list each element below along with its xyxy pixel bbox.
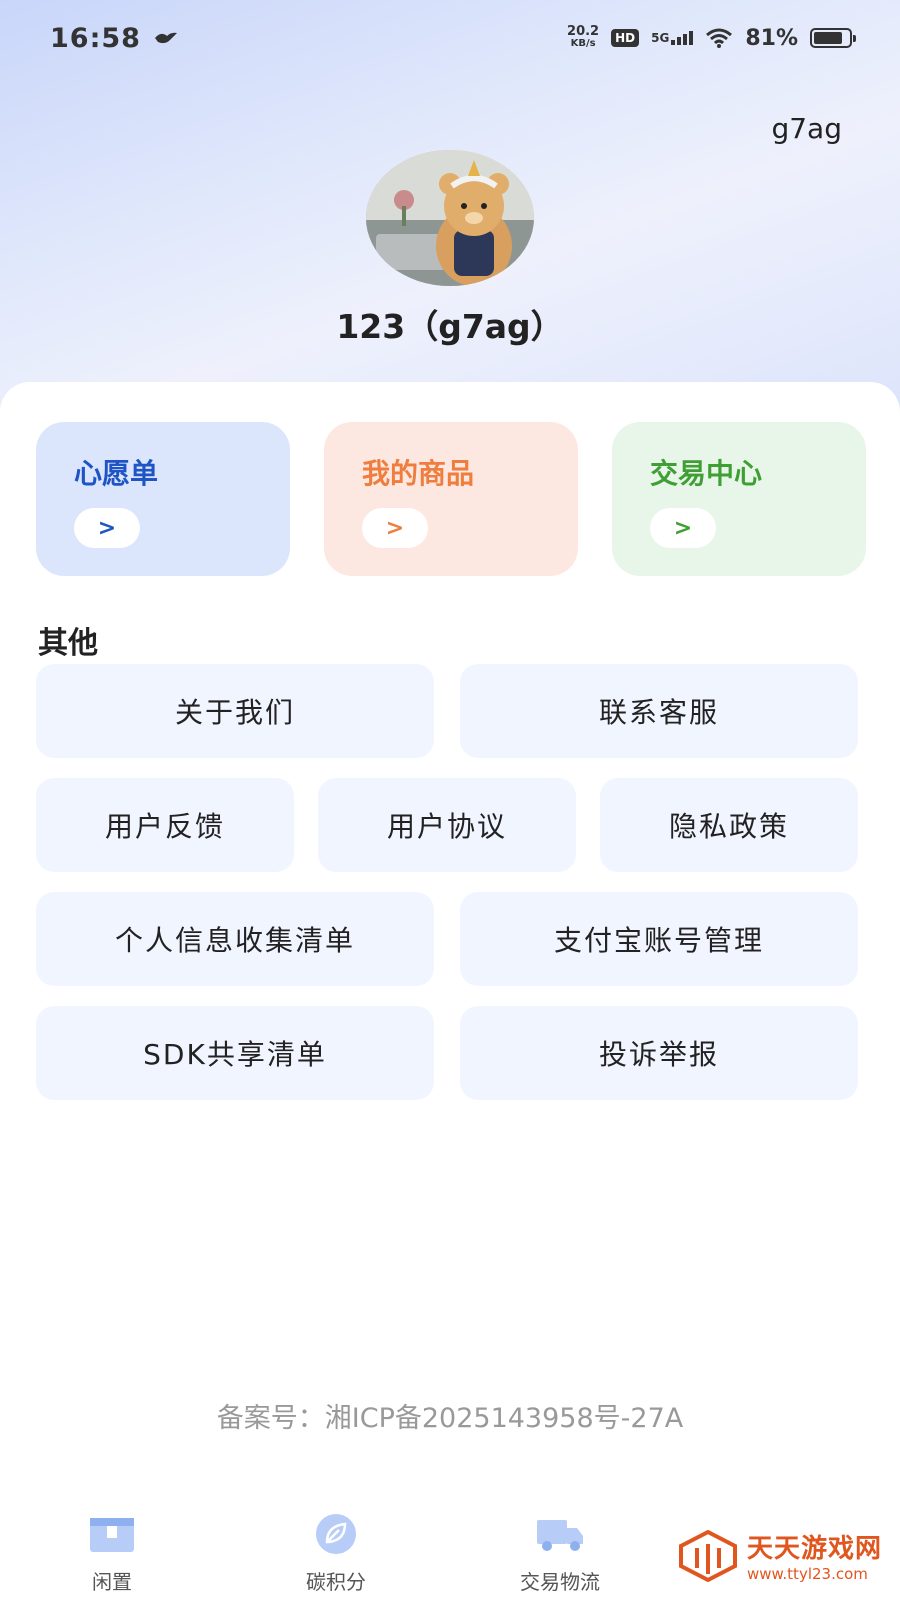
hd-icon: HD bbox=[611, 29, 640, 47]
icp-record: 备案号：湘ICP备2025143958号-27A bbox=[216, 1403, 684, 1434]
wishlist-card[interactable]: 心愿单 > bbox=[36, 422, 290, 576]
battery-percent: 81% bbox=[745, 25, 798, 51]
privacy-policy-button[interactable]: 隐私政策 bbox=[600, 778, 858, 872]
leaf-icon bbox=[316, 1514, 356, 1554]
trade-center-card[interactable]: 交易中心 > bbox=[612, 422, 866, 576]
tab-logistics[interactable]: 交易物流 bbox=[500, 1500, 620, 1595]
contact-support-button[interactable]: 联系客服 bbox=[460, 664, 858, 758]
my-products-card[interactable]: 我的商品 > bbox=[324, 422, 578, 576]
avatar[interactable] bbox=[366, 150, 534, 286]
tab-idle[interactable]: 闲置 bbox=[52, 1500, 172, 1595]
chevron-right-icon[interactable]: > bbox=[362, 508, 428, 548]
card-title: 心愿单 bbox=[74, 457, 159, 490]
wifi-icon bbox=[706, 28, 733, 48]
tab-carbon-points[interactable]: 碳积分 bbox=[276, 1500, 396, 1595]
chevron-right-icon[interactable]: > bbox=[650, 508, 716, 548]
top-username: g7ag bbox=[771, 112, 842, 145]
shop-icon bbox=[90, 1518, 134, 1552]
signal-icon: 5G bbox=[651, 31, 694, 45]
card-title: 我的商品 bbox=[362, 457, 475, 490]
sdk-share-list-button[interactable]: SDK共享清单 bbox=[36, 1006, 434, 1100]
user-feedback-button[interactable]: 用户反馈 bbox=[36, 778, 294, 872]
card-title: 交易中心 bbox=[650, 457, 763, 490]
complaint-report-button[interactable]: 投诉举报 bbox=[460, 1006, 858, 1100]
truck-icon bbox=[537, 1520, 583, 1551]
about-us-button[interactable]: 关于我们 bbox=[36, 664, 434, 758]
status-bar: 16:58 20.2 KB/s HD 5G 81% bbox=[0, 0, 900, 76]
battery-icon bbox=[810, 28, 856, 48]
watermark-url: www.ttyl23.com bbox=[746, 1565, 868, 1583]
content-panel: 心愿单 > 我的商品 > 交易中心 > 其他 关于我们 联系客服 用户反馈 用户… bbox=[0, 382, 900, 1600]
bottom-tab-bar: 闲置 碳积分 交易物流 bbox=[0, 1500, 900, 1600]
watermark-name: 天天游戏网 bbox=[746, 1534, 882, 1564]
watermark-logo-icon bbox=[678, 1529, 737, 1582]
user-nickname: 123（g7ag） bbox=[336, 307, 564, 346]
personal-info-list-button[interactable]: 个人信息收集清单 bbox=[36, 892, 434, 986]
notification-bird-icon bbox=[154, 32, 177, 44]
alipay-account-button[interactable]: 支付宝账号管理 bbox=[460, 892, 858, 986]
user-agreement-button[interactable]: 用户协议 bbox=[318, 778, 576, 872]
site-watermark: 天天游戏网 www.ttyl23.com bbox=[678, 1528, 882, 1583]
status-time: 16:58 bbox=[50, 22, 141, 54]
avatar-bear-image bbox=[366, 150, 534, 286]
chevron-right-icon[interactable]: > bbox=[74, 508, 140, 548]
other-section-title: 其他 bbox=[38, 626, 98, 661]
network-speed: 20.2 KB/s bbox=[567, 24, 600, 49]
